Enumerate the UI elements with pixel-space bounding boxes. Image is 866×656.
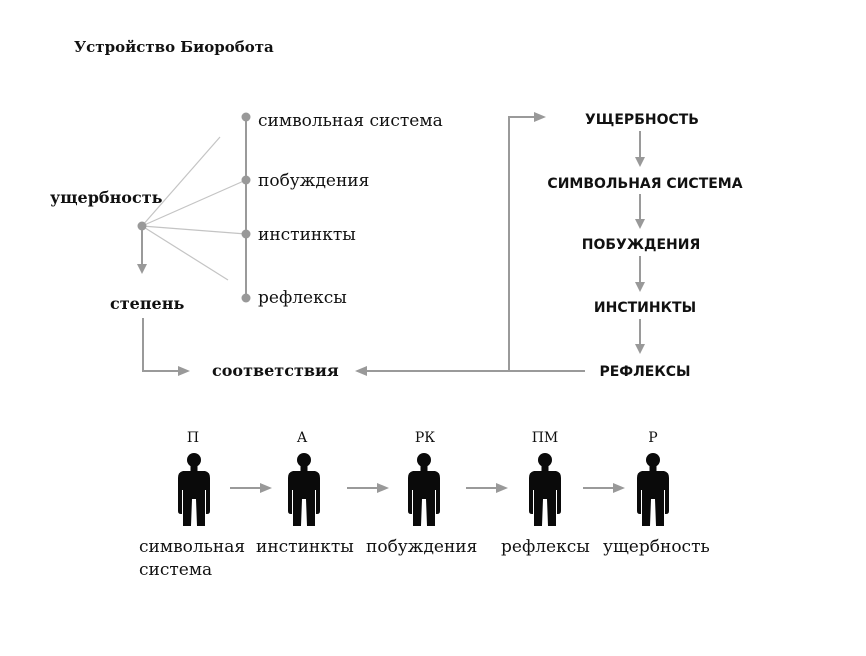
- branch-label-instincts: инстинкты: [258, 225, 356, 245]
- person-caption-4: ущербность: [603, 537, 710, 557]
- correspondence-label: соответствия: [212, 361, 339, 380]
- chain-label-0: УЩЕРБНОСТЬ: [585, 112, 699, 128]
- degree-label: степень: [110, 294, 184, 313]
- person-caption-0-line1: символьная: [139, 537, 245, 557]
- arrow-right-icon: [496, 483, 508, 493]
- chain-label-2: ПОБУЖДЕНИЯ: [582, 237, 700, 253]
- arrow-right-icon: [260, 483, 272, 493]
- chain-label-1: СИМВОЛЬНАЯ СИСТЕМА: [547, 176, 742, 192]
- person-caption-3: рефлексы: [501, 537, 590, 557]
- person-silhouette-icon: [288, 453, 320, 526]
- arrow-down-icon: [635, 344, 645, 354]
- branch-dot: [241, 293, 251, 303]
- branch-dot: [241, 229, 251, 239]
- arrow-left-icon: [355, 366, 367, 376]
- person-silhouette-icon: [637, 453, 669, 526]
- arrow-right-icon: [613, 483, 625, 493]
- arrow-down-icon: [635, 219, 645, 229]
- branch-label-reflexes: рефлексы: [258, 288, 347, 308]
- fan-line: [141, 179, 247, 227]
- page-title: Устройство Биоробота: [74, 38, 274, 56]
- arrow-right-icon: [377, 483, 389, 493]
- chain-label-4: РЕФЛЕКСЫ: [599, 364, 690, 380]
- loop-up-line: [508, 116, 536, 371]
- degree-to-correspondence-line: [142, 318, 180, 372]
- branch-dot: [241, 112, 251, 122]
- person-letter-4: Р: [648, 430, 657, 446]
- person-silhouette-icon: [178, 453, 210, 526]
- branch-dot: [241, 175, 251, 185]
- person-letter-3: ПМ: [532, 430, 559, 446]
- root-label: ущербность: [50, 188, 163, 207]
- person-letter-1: А: [297, 430, 308, 446]
- person-silhouette-icon: [408, 453, 440, 526]
- arrow-right-icon: [178, 366, 190, 376]
- root-dot: [137, 221, 147, 231]
- branch-label-symbolic-system: символьная система: [258, 111, 443, 131]
- person-letter-2: РК: [415, 430, 435, 446]
- fan-line: [141, 225, 229, 281]
- fan-line: [141, 225, 247, 235]
- person-letter-0: П: [187, 430, 199, 446]
- chain-label-3: ИНСТИНКТЫ: [594, 300, 696, 316]
- branch-label-urges: побуждения: [258, 171, 369, 191]
- arrow-down-icon: [635, 282, 645, 292]
- fan-line: [141, 136, 221, 227]
- arrow-down-icon: [635, 157, 645, 167]
- arrow-right-icon: [534, 112, 546, 122]
- person-caption-0-line2: система: [139, 560, 212, 580]
- person-silhouette-icon: [529, 453, 561, 526]
- person-caption-1: инстинкты: [256, 537, 354, 557]
- person-caption-2: побуждения: [366, 537, 477, 557]
- arrow-down-icon: [137, 264, 147, 274]
